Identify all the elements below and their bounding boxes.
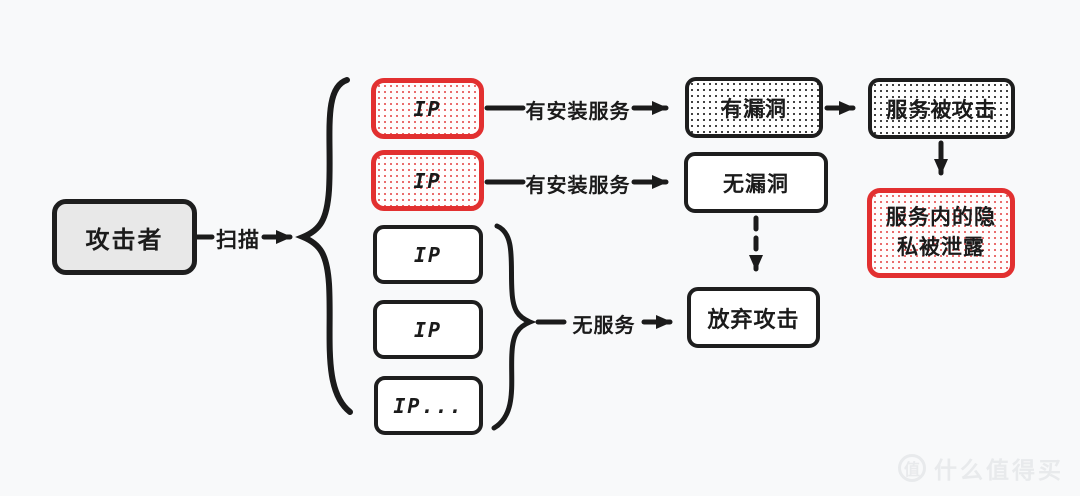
edge-label-no-service: 无服务 [572,315,636,337]
node-abandon-attack: 放弃攻击 [687,287,820,348]
smzdm-watermark-text: 什么值得买 [934,457,1064,483]
node-has-vulnerability: 有漏洞 [685,77,823,138]
node-ip-plain-2: IP [373,300,483,359]
node-no-vulnerability: 无漏洞 [684,152,828,213]
edge-label-has-installed-service-1: 有安装服务 [525,101,631,123]
ip-label: IP [413,168,442,193]
node-ip-red-2: IP [371,150,484,211]
node-attacker: 攻击者 [52,199,197,275]
node-privacy-leaked: 服务内的隐私被泄露 [867,188,1015,278]
node-ip-plain-1: IP [373,225,483,284]
ip-label: IP [413,317,443,342]
smzdm-watermark: 值 什么值得买 [898,451,1064,485]
edge-label-scan: 扫描 [216,229,260,252]
ip-label: IP [413,242,443,267]
node-ip-red-1: IP [371,78,484,139]
ip-label: IP [413,96,442,121]
node-ip-plain-3: IP... [374,376,483,435]
ip-label: IP... [393,393,464,418]
right-curly-brace [491,223,537,431]
left-curly-brace [295,77,353,415]
edge-label-has-installed-service-2: 有安装服务 [525,175,631,197]
node-service-attacked: 服务被攻击 [868,78,1015,139]
smzdm-badge-icon: 值 [898,454,926,482]
